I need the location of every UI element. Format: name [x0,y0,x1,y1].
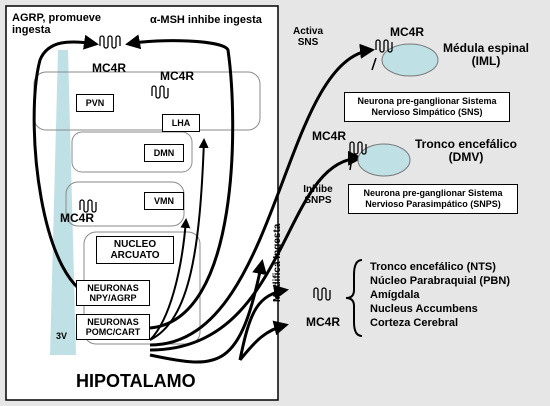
spinal-title: Médula espinal (IML) [442,41,530,69]
brain-regions-list: Tronco encefálico (NTS) Núcleo Parabraqu… [370,260,510,330]
mc4r-receptor-pvn-icon [99,35,121,49]
lha-box: LHA [162,114,200,132]
brain-region-item: Nucleus Accumbens [370,303,478,315]
pvn-box: PVN [76,94,114,112]
mc4r-receptor-spinal-icon [375,39,393,53]
amsh-arrow [125,34,235,330]
spinal-cell [381,43,439,77]
inhibe-snps-label: Inhibe SNPS [303,184,333,206]
intake-arrow-1 [149,259,267,364]
npy-agrp-box: NEURONAS NPY/AGRP [76,280,150,306]
modifica-ingesta-label: Modifica Ingesta [272,223,283,302]
intake-mc4r-label: MC4R [306,315,341,329]
amsh-caption: α-MSH inhibe ingesta [150,14,262,26]
brainstem-title: Tronco encefálico (DMV) [414,137,518,165]
pomc-cart-box: NEURONAS POMC/CART [76,314,150,340]
mc4r-receptor-lha-icon [151,85,169,99]
mc4r-label-lha: MC4R [160,69,195,83]
mc4r-label-pvn: MC4R [92,61,127,75]
intake-arrow-2 [238,284,289,361]
nucleus-outline-dmn [71,131,193,173]
activa-sns-label: Activa SNS [292,26,323,48]
mc4r-receptor-intake-icon [313,287,331,301]
lha-arrow [149,138,209,341]
vmn-box: VMN [144,192,184,210]
vmn-arrow [149,218,191,341]
mc4r-receptor-vmn-icon [79,199,97,213]
agrp-arrow [32,34,99,300]
brain-region-item: Núcleo Parabraquial (PBN) [370,275,510,287]
agrp-caption: AGRP, promueve ingesta [12,12,102,37]
dmn-box: DMN [144,144,184,162]
snps-arrow [149,150,363,352]
sns-arrow [149,43,375,347]
spinal-mc4r-label: MC4R [390,25,425,39]
mc4r-label-vmn: MC4R [60,211,95,225]
brain-region-item: Tronco encefálico (NTS) [370,261,496,273]
mc4r-receptor-brainstem-icon [349,141,367,155]
brainstem-neuron-caption: Neurona pre-ganglionar Sistema Nervioso … [348,184,518,214]
intake-arrow-3 [238,320,289,361]
arcuate-box: NUCLEO ARCUATO [96,236,174,264]
spinal-receptor-stalk [371,57,377,71]
brain-region-item: Corteza Cerebral [370,317,459,329]
brain-region-item: Amígdala [370,289,420,301]
hypothalamus-title: HIPOTALAMO [76,371,196,391]
nucleus-outline-vmn [65,181,185,227]
regions-bracket [345,259,363,337]
third-ventricle-label: 3V [56,331,68,341]
spinal-neuron-caption: Neurona pre-ganglionar Sistema Nervioso … [344,92,510,122]
brainstem-cell [357,143,411,177]
brainstem-receptor-stalk [349,157,353,171]
brainstem-mc4r-label: MC4R [312,129,347,143]
